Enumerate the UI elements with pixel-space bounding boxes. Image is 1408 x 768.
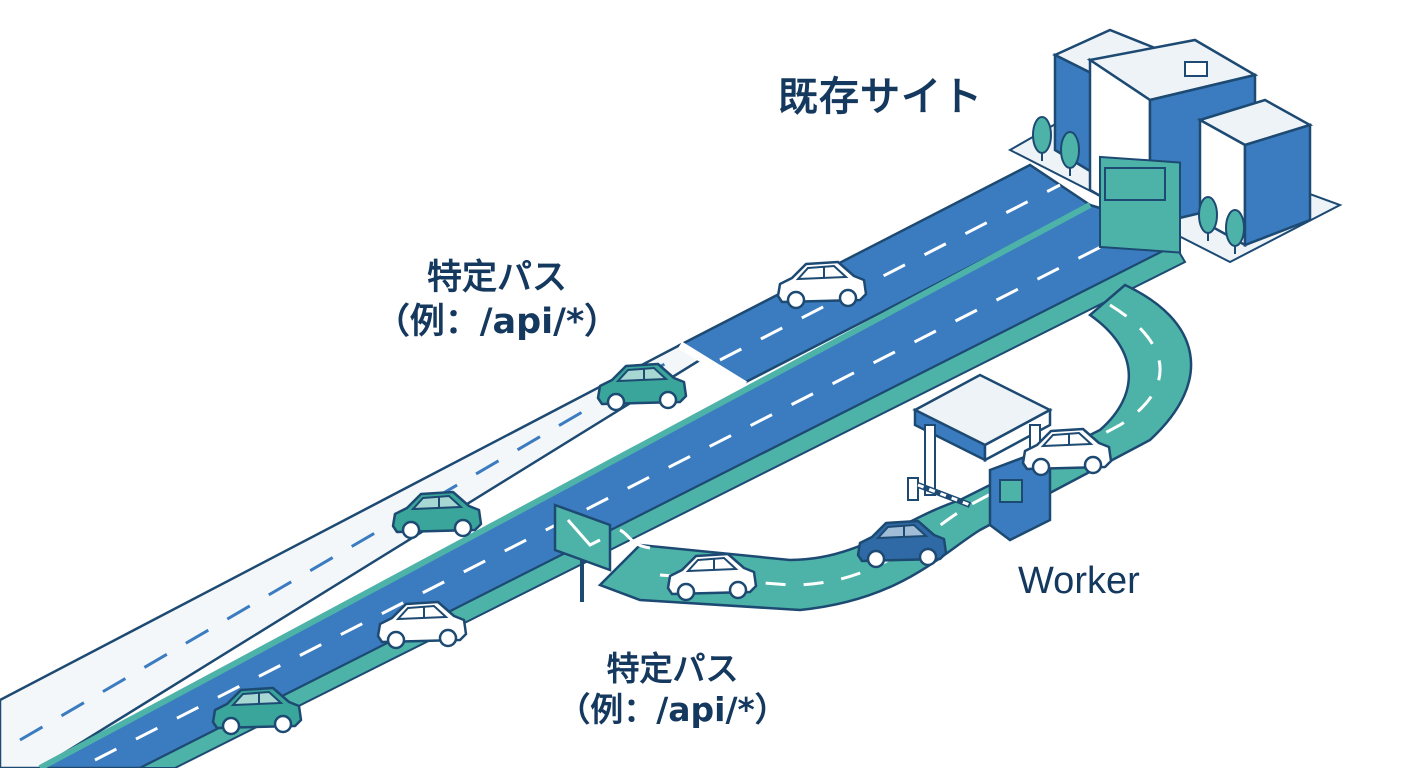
main-road-dashes <box>94 230 1131 762</box>
existing-site-label: 既存サイト <box>778 74 983 120</box>
upper-path-label-line2: （例：/api/*） <box>374 301 620 342</box>
lower-path-label-line1: 特定パス <box>606 649 739 688</box>
median-line <box>38 202 1092 768</box>
worker-loop-dashes <box>659 303 1162 587</box>
upper-road-dashes <box>719 183 1061 362</box>
lower-path-label: 特定パス （例：/api/*） <box>550 648 795 731</box>
upper-path-label-line1: 特定パス <box>426 258 567 298</box>
office-building-icon <box>1007 28 1343 264</box>
gray-lane-dashes <box>19 353 681 742</box>
route-sign-icon <box>553 503 651 602</box>
upper-path-label: 特定パス （例：/api/*） <box>352 257 642 345</box>
gate-stripe <box>677 341 748 389</box>
lower-path-label-line2: （例：/api/*） <box>557 690 788 730</box>
toll-gate-icon <box>907 373 1053 542</box>
worker-label: Worker <box>1018 560 1140 602</box>
gray-lane <box>0 343 703 768</box>
